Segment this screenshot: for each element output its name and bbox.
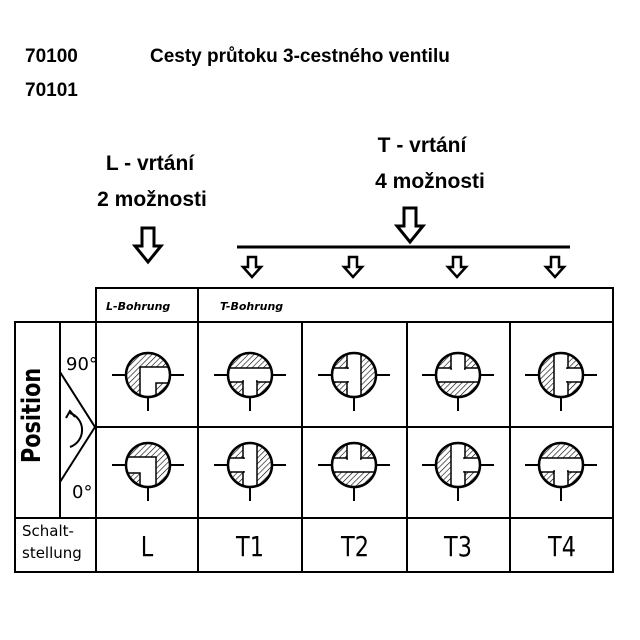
valve-symbol-l-rot90	[112, 351, 184, 411]
col-header-l-bore: L-Bohrung	[106, 300, 171, 313]
arrow-down-icon	[133, 226, 163, 264]
valve-symbol-t3-rot90	[422, 351, 494, 411]
arrow-down-icon	[544, 255, 566, 279]
t-bore-count: 4 možnosti	[375, 170, 485, 193]
arrow-down-icon	[446, 255, 468, 279]
rotation-arrow-icon	[69, 412, 84, 448]
valve-symbol-t4-rot90	[525, 351, 597, 411]
valve-symbol-t2-rot90	[318, 351, 390, 411]
page-title: Cesty průtoku 3-cestného ventilu	[150, 46, 450, 67]
position-t1: T1	[236, 530, 264, 563]
col-header-t-bore: T-Bohrung	[220, 300, 284, 313]
product-code-2: 70101	[25, 80, 78, 101]
arrow-down-icon	[241, 255, 263, 279]
l-bore-count: 2 možnosti	[97, 188, 207, 211]
position-t4: T4	[548, 530, 576, 563]
position-t3: T3	[444, 530, 472, 563]
arrow-down-icon	[395, 206, 425, 244]
valve-symbol-l-rot0	[112, 441, 184, 501]
valve-symbol-t3-rot0	[422, 441, 494, 501]
switch-position-label-1: Schalt-	[22, 522, 74, 540]
position-label: Position	[17, 367, 47, 463]
angle-0-label: 0°	[72, 482, 93, 503]
t-bore-heading: T - vrtání	[377, 134, 467, 157]
position-t2: T2	[341, 530, 369, 563]
position-l: L	[140, 530, 154, 563]
arrow-down-icon	[342, 255, 364, 279]
angle-90-label: 90°	[66, 354, 98, 375]
valve-symbol-t4-rot0	[525, 441, 597, 501]
valve-symbol-t1-rot0	[214, 441, 286, 501]
product-code-1: 70100	[25, 46, 78, 67]
valve-symbol-t1-rot90	[214, 351, 286, 411]
switch-position-label-2: stellung	[22, 544, 82, 562]
table-grid	[14, 287, 614, 573]
valve-symbol-t2-rot0	[318, 441, 390, 501]
l-bore-heading: L - vrtání	[105, 152, 195, 175]
